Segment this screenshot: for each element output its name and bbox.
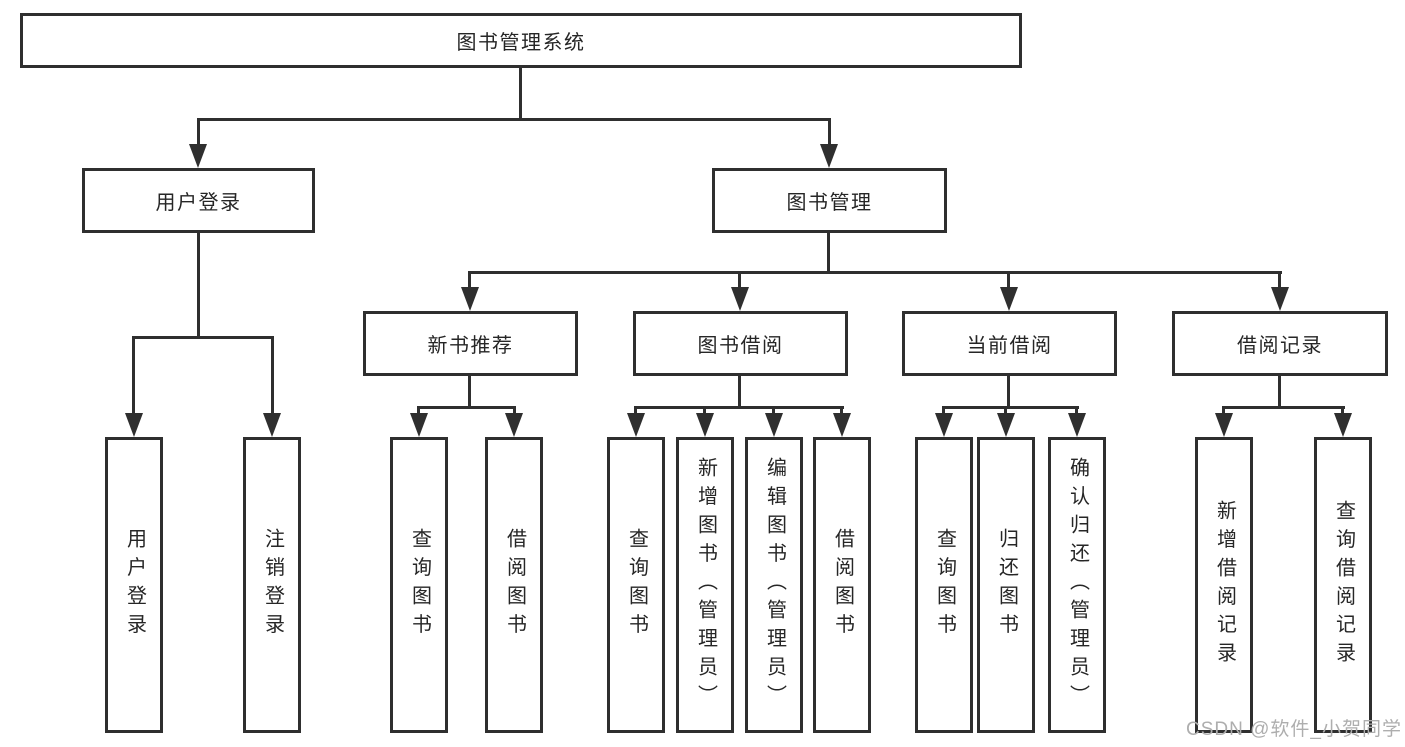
arrow-down-icon: [820, 144, 838, 168]
connector-vline: [738, 374, 741, 409]
arrow-down-icon: [1271, 287, 1289, 311]
connector-vline: [513, 406, 516, 416]
node-user-login: 用户登录: [82, 168, 315, 233]
leaf-borrow-books-recommend: 借阅图书: [485, 437, 543, 733]
arrow-down-icon: [505, 413, 523, 437]
arrow-down-icon: [731, 287, 749, 311]
arrow-down-icon: [997, 413, 1015, 437]
connector-vline: [827, 231, 830, 274]
connector-vline: [828, 118, 831, 148]
leaf-query-borrow-record: 查询借阅记录: [1314, 437, 1372, 733]
node-book-borrow: 图书借阅: [633, 311, 848, 376]
connector-vline: [1075, 406, 1078, 416]
connector-vline: [519, 66, 522, 119]
leaf-query-books-recommend: 查询图书: [390, 437, 448, 733]
connector-vline: [468, 271, 471, 289]
node-current-borrow: 当前借阅: [902, 311, 1117, 376]
csdn-watermark: CSDN @软件_小贺同学: [1186, 719, 1402, 740]
leaf-query-books-borrow: 查询图书: [607, 437, 665, 733]
connector-vline: [738, 271, 741, 289]
connector-vline: [1222, 406, 1225, 416]
arrow-down-icon: [1000, 287, 1018, 311]
leaf-edit-books-admin: 编辑图书（管理员）: [745, 437, 803, 733]
node-borrow-records: 借阅记录: [1172, 311, 1388, 376]
arrow-down-icon: [765, 413, 783, 437]
arrow-down-icon: [410, 413, 428, 437]
connector-vline: [132, 336, 135, 416]
connector-vline: [1278, 374, 1281, 409]
connector-vline: [772, 406, 775, 416]
arrow-down-icon: [935, 413, 953, 437]
arrow-down-icon: [1334, 413, 1352, 437]
connector-vline: [1004, 406, 1007, 416]
arrow-down-icon: [1215, 413, 1233, 437]
connector-hline: [197, 118, 831, 121]
arrow-down-icon: [189, 144, 207, 168]
arrow-down-icon: [696, 413, 714, 437]
leaf-add-borrow-record: 新增借阅记录: [1195, 437, 1253, 733]
arrow-down-icon: [125, 413, 143, 437]
leaf-user-login: 用户登录: [105, 437, 163, 733]
leaf-confirm-return-admin: 确认归还（管理员）: [1048, 437, 1106, 733]
arrow-down-icon: [833, 413, 851, 437]
connector-vline: [1007, 374, 1010, 409]
node-new-book-recommend: 新书推荐: [363, 311, 578, 376]
connector-hline: [942, 406, 1079, 409]
node-book-management: 图书管理: [712, 168, 947, 233]
connector-vline: [1341, 406, 1344, 416]
leaf-add-books-admin: 新增图书（管理员）: [676, 437, 734, 733]
connector-hline: [417, 406, 516, 409]
connector-vline: [197, 231, 200, 338]
connector-vline: [197, 118, 200, 148]
arrow-down-icon: [1068, 413, 1086, 437]
leaf-return-books: 归还图书: [977, 437, 1035, 733]
node-root-system: 图书管理系统: [20, 13, 1022, 68]
connector-vline: [634, 406, 637, 416]
connector-vline: [1007, 271, 1010, 289]
arrow-down-icon: [461, 287, 479, 311]
connector-hline: [1222, 406, 1345, 409]
connector-hline: [132, 336, 274, 339]
connector-vline: [703, 406, 706, 416]
connector-vline: [840, 406, 843, 416]
leaf-logout: 注销登录: [243, 437, 301, 733]
connector-vline: [417, 406, 420, 416]
connector-hline: [634, 406, 844, 409]
connector-hline: [468, 271, 1282, 274]
leaf-borrow-books: 借阅图书: [813, 437, 871, 733]
connector-vline: [468, 374, 471, 409]
connector-vline: [271, 336, 274, 416]
connector-vline: [942, 406, 945, 416]
connector-vline: [1278, 271, 1281, 289]
arrow-down-icon: [263, 413, 281, 437]
arrow-down-icon: [627, 413, 645, 437]
leaf-query-books-current: 查询图书: [915, 437, 973, 733]
